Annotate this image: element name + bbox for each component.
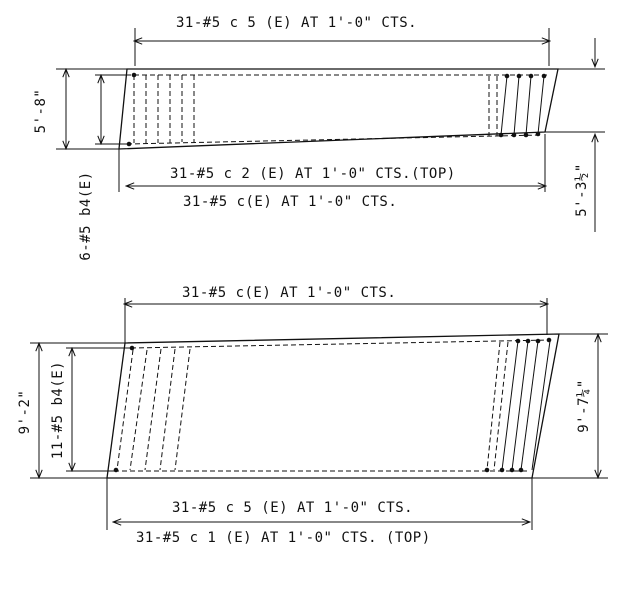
bar-solid xyxy=(531,340,551,471)
bar-dashed xyxy=(493,341,509,471)
bar-solid xyxy=(513,75,520,136)
bottom-slab-right-dimension: 9'-7¼" xyxy=(576,379,592,433)
bar-solid xyxy=(500,75,508,136)
bottom-slab: 31-#5 c(E) AT 1'-0" CTS. xyxy=(17,285,608,546)
bar-solid xyxy=(511,340,529,471)
top-slab-right-dimension: 5'-3½" xyxy=(574,163,590,217)
bar-dashed xyxy=(129,349,148,471)
bar-dot xyxy=(516,73,522,79)
top-slab: 31-#5 c 5 (E) AT 1'-0" CTS. xyxy=(33,15,605,261)
bar-dot xyxy=(499,467,505,473)
bar-solid xyxy=(501,340,519,471)
top-bar-dashed xyxy=(130,339,552,349)
bottom-slab-left-dimension: 9'-2" xyxy=(17,390,33,435)
bar-dot xyxy=(504,73,510,79)
bottom-slab-top-label: 31-#5 c(E) AT 1'-0" CTS. xyxy=(182,285,396,301)
bar-dot xyxy=(129,345,135,351)
bar-dot xyxy=(535,131,541,137)
bar-dot xyxy=(509,467,515,473)
bar-dot xyxy=(518,467,524,473)
top-slab-top-label: 31-#5 c 5 (E) AT 1'-0" CTS. xyxy=(176,15,417,31)
bar-dot xyxy=(535,338,541,344)
bar-solid xyxy=(525,75,532,136)
bar-dot xyxy=(498,132,504,138)
bar-dot xyxy=(126,141,132,147)
top-slab-outline xyxy=(118,68,559,150)
bottom-slab-outline xyxy=(106,333,560,479)
bar-dot xyxy=(131,72,137,78)
bar-dashed xyxy=(159,348,176,471)
bar-dot xyxy=(484,467,490,473)
top-slab-bottom-label-1: 31-#5 c 2 (E) AT 1'-0" CTS.(TOP) xyxy=(170,166,456,182)
bar-dashed xyxy=(486,341,501,471)
bar-dot xyxy=(546,337,552,343)
bar-dot xyxy=(113,467,119,473)
bar-solid xyxy=(520,340,539,471)
bar-dashed xyxy=(144,348,162,471)
bottom-slab-bottom-label-1: 31-#5 c 5 (E) AT 1'-0" CTS. xyxy=(172,500,413,516)
bar-dot xyxy=(525,338,531,344)
bar-dot xyxy=(528,73,534,79)
bottom-slab-bottom-label-2: 31-#5 c 1 (E) AT 1'-0" CTS. (TOP) xyxy=(136,530,431,546)
bar-solid xyxy=(537,75,545,135)
top-slab-bottom-label-2: 31-#5 c(E) AT 1'-0" CTS. xyxy=(183,194,397,210)
bar-dot xyxy=(515,338,521,344)
bar-dashed xyxy=(116,349,134,471)
bar-dot xyxy=(511,132,517,138)
bar-dot xyxy=(523,132,529,138)
bar-dashed xyxy=(174,348,191,471)
bottom-bar-dashed xyxy=(126,134,542,145)
top-slab-side-bars-label: 6-#5 b4(E) xyxy=(78,171,94,260)
bar-dot xyxy=(541,73,547,79)
bottom-slab-side-bars-label: 11-#5 b4(E) xyxy=(50,361,66,459)
top-slab-left-dimension: 5'-8" xyxy=(33,89,49,134)
